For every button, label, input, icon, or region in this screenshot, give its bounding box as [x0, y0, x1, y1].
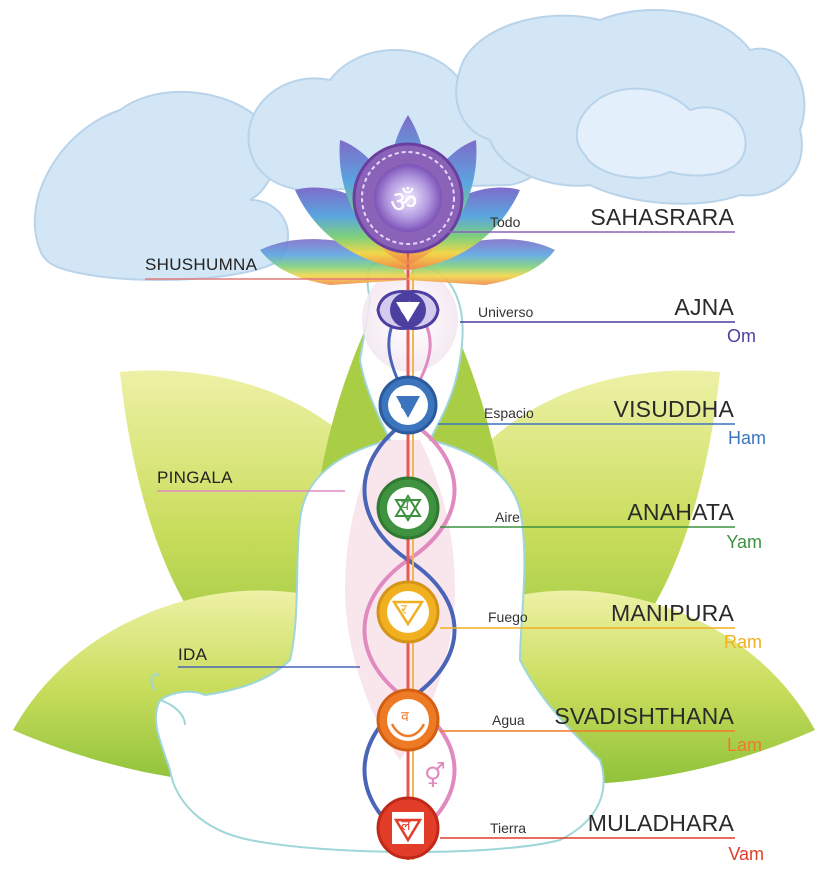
element-tierra: Tierra: [490, 820, 527, 836]
pointer-lines: [145, 231, 735, 839]
manipura-ram-symbol: र: [401, 601, 407, 617]
label-shushumna: SHUSHUMNA: [145, 255, 258, 274]
element-aire: Aire: [495, 509, 520, 525]
chakra-name-sahasrara: SAHASRARA: [590, 204, 734, 230]
mantra-yam: Yam: [726, 532, 762, 552]
chakra-manipura-wheel: [376, 580, 440, 644]
anahata-yam-symbol: य: [401, 497, 410, 513]
sahasrara-om-symbol: ॐ: [390, 186, 418, 219]
chakra-ajna-wheel: [376, 290, 440, 330]
chakra-name-muladhara: MULADHARA: [587, 810, 734, 836]
chakra-anahata-wheel: [376, 476, 440, 540]
chakra-name-svadishthana: SVADISHTHANA: [554, 703, 734, 729]
element-fuego: Fuego: [488, 609, 528, 625]
mantra-vam: Vam: [728, 844, 764, 864]
visuddha-ham-symbol: ह: [400, 395, 408, 411]
svadishthana-vam-symbol: व: [401, 708, 409, 724]
mantra-lam: Lam: [726, 735, 762, 755]
chakra-visuddha-wheel: [378, 375, 438, 435]
element-universo: Universo: [478, 304, 534, 320]
muladhara-lam-symbol: ल: [401, 817, 411, 833]
ajna-om-symbol: ॐ: [400, 302, 415, 319]
chakra-name-visuddha: VISUDDHA: [613, 396, 734, 422]
element-espacio: Espacio: [484, 405, 534, 421]
chakra-sahasrara-wheel: [352, 142, 464, 254]
chakra-muladhara-wheel: [376, 796, 440, 860]
label-pingala: PINGALA: [157, 468, 233, 487]
chakra-name-manipura: MANIPURA: [610, 600, 734, 626]
mantra-ram: Ram: [723, 632, 762, 652]
chakra-svadishthana-wheel: [376, 688, 440, 752]
chakra-name-ajna: AJNA: [674, 294, 734, 320]
mantra-om: Om: [727, 326, 756, 346]
element-agua: Agua: [492, 712, 525, 728]
element-todo: Todo: [490, 214, 521, 230]
chakra-name-anahata: ANAHATA: [627, 499, 734, 525]
mantra-ham: Ham: [727, 428, 766, 448]
label-ida: IDA: [178, 645, 208, 664]
gender-symbol: ⚥: [424, 763, 446, 790]
